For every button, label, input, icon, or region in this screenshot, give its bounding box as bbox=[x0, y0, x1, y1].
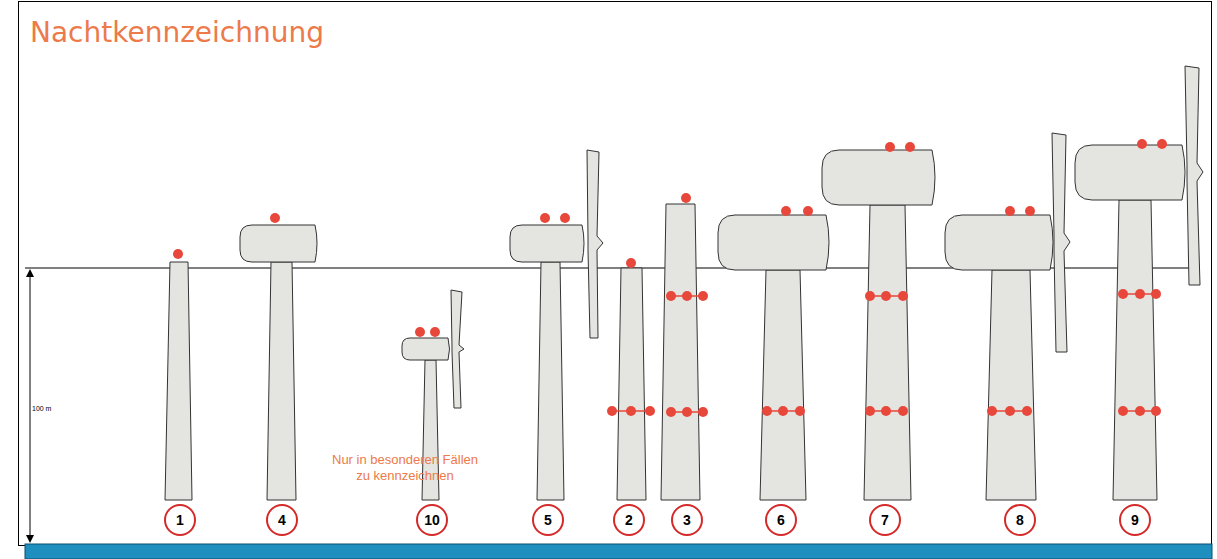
callout-circle: 8 bbox=[1004, 504, 1036, 536]
callout-circle: 9 bbox=[1119, 504, 1151, 536]
callout-circle: 10 bbox=[416, 504, 448, 536]
callout-circle: 4 bbox=[266, 504, 298, 536]
dimension-label: 100 m bbox=[32, 405, 51, 414]
callout-number: 3 bbox=[683, 512, 691, 528]
note-text: Nur in besonderen Fällen zu kennzeichnen bbox=[330, 452, 480, 485]
callout-number: 5 bbox=[544, 512, 552, 528]
callout-number: 8 bbox=[1016, 512, 1024, 528]
callout-circle: 1 bbox=[164, 504, 196, 536]
callout-number: 2 bbox=[625, 512, 633, 528]
callout-number: 4 bbox=[278, 512, 286, 528]
callout-number: 7 bbox=[881, 512, 889, 528]
callout-circle: 6 bbox=[765, 504, 797, 536]
callout-circle: 5 bbox=[532, 504, 564, 536]
callout-circle: 2 bbox=[613, 504, 645, 536]
callout-circle: 3 bbox=[671, 504, 703, 536]
callout-number: 6 bbox=[777, 512, 785, 528]
callout-number: 1 bbox=[176, 512, 184, 528]
callout-circle: 7 bbox=[869, 504, 901, 536]
diagram-title: Nachtkennzeichnung bbox=[30, 16, 324, 49]
callout-number: 9 bbox=[1131, 512, 1139, 528]
callout-number: 10 bbox=[424, 512, 440, 528]
